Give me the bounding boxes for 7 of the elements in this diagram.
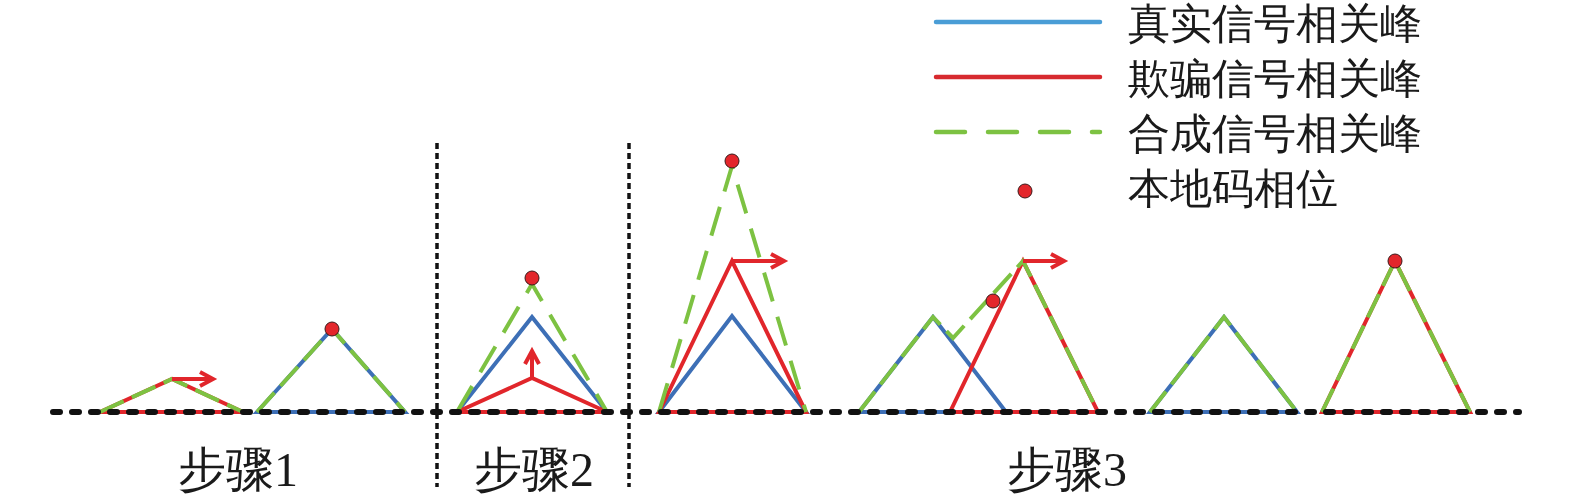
legend-label: 合成信号相关峰: [1128, 113, 1422, 155]
legend-label: 本地码相位: [1128, 168, 1338, 210]
legend-label: 欺骗信号相关峰: [1128, 58, 1422, 100]
legend-label: 真实信号相关峰: [1128, 3, 1422, 45]
step-label: 步骤1: [178, 446, 298, 494]
step-label: 步骤3: [1007, 446, 1127, 494]
step-label: 步骤2: [474, 446, 594, 494]
